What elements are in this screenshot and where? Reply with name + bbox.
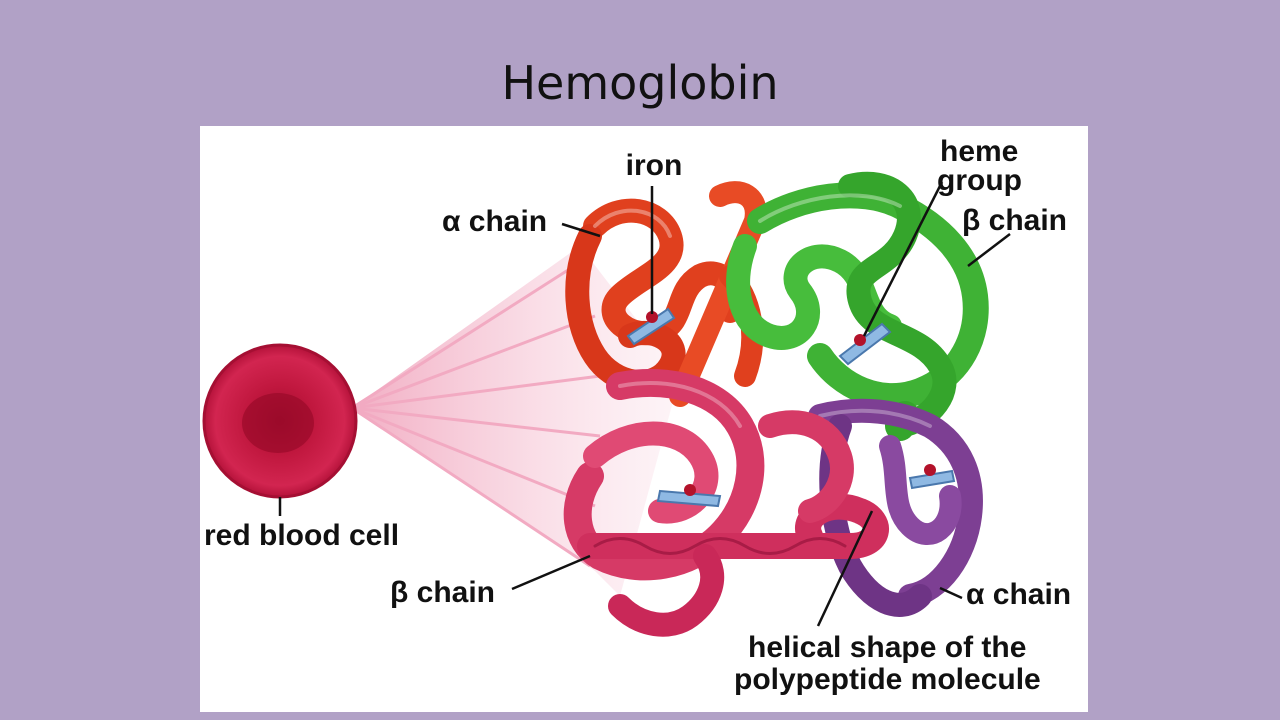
beta-chain-bottom-shape (563, 369, 889, 637)
beta-chain-top-shape (726, 171, 989, 441)
heme-group-alpha-bottom (908, 464, 956, 490)
label-helical-line2: polypeptide molecule (734, 663, 1041, 696)
label-alpha-chain-bottom: α chain (966, 578, 1071, 611)
label-iron: iron (626, 149, 683, 182)
label-alpha-chain-top: α chain (442, 205, 547, 238)
heme-group-beta-top (838, 322, 892, 366)
slide-title: Hemoglobin (501, 56, 779, 110)
label-beta-chain-bottom: β chain (390, 576, 495, 609)
magnification-cone (351, 246, 680, 596)
heme-group-alpha-top (626, 307, 676, 346)
hemoglobin-diagram: iron heme group α chain β chain red bloo… (202, 135, 1071, 696)
red-blood-cell (202, 343, 358, 499)
leader-lines (278, 181, 1011, 627)
label-heme-group-line1: heme (940, 135, 1018, 168)
label-helical-line1: helical shape of the (748, 631, 1026, 664)
hemoglobin-figure: iron heme group α chain β chain red bloo… (200, 126, 1088, 712)
iron-icon (646, 311, 658, 323)
label-red-blood-cell: red blood cell (204, 519, 399, 552)
label-heme-group-line2: group (937, 164, 1022, 197)
heme-group-beta-bottom (656, 484, 722, 508)
label-beta-chain-top: β chain (962, 204, 1067, 237)
